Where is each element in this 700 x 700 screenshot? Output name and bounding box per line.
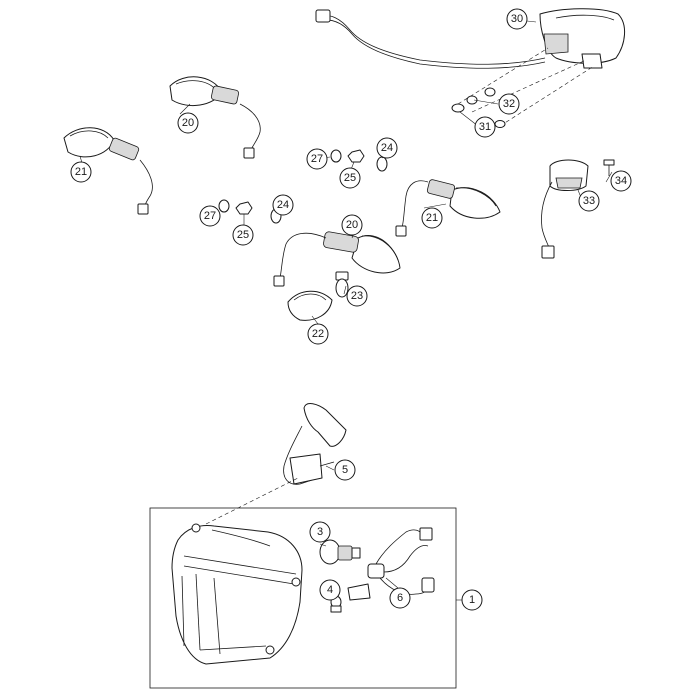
- screw-34: [603, 159, 615, 176]
- mounting-hardware-lower: [218, 199, 282, 224]
- svg-text:4: 4: [327, 584, 333, 596]
- callout-21-left: 21: [70, 161, 92, 183]
- leader-lines: [79, 19, 613, 601]
- callout-25-lower: 25: [232, 224, 254, 246]
- callout-27-upper: 27: [306, 148, 328, 170]
- svg-text:5: 5: [342, 464, 348, 476]
- svg-text:21: 21: [75, 166, 87, 178]
- svg-text:3: 3: [317, 526, 323, 538]
- svg-text:22: 22: [312, 328, 324, 340]
- tail-light-assembly: [315, 8, 625, 127]
- tail-light-fasteners: [451, 87, 506, 128]
- svg-text:20: 20: [182, 117, 194, 129]
- callout-22: 22: [307, 323, 329, 345]
- svg-text:33: 33: [583, 195, 595, 207]
- headlight-housing: [171, 523, 303, 665]
- svg-text:25: 25: [344, 172, 356, 184]
- callout-20-center: 20: [341, 214, 363, 236]
- callout-4: 4: [319, 579, 341, 601]
- mounting-hardware-upper: [330, 149, 388, 172]
- indicator-21-right: [395, 179, 501, 237]
- callout-31: 31: [474, 116, 496, 138]
- callout-1: 1: [461, 589, 483, 611]
- svg-text:25: 25: [237, 229, 249, 241]
- callout-30: 30: [506, 8, 528, 30]
- callout-27-lower: 27: [199, 205, 221, 227]
- callout-25-upper: 25: [339, 167, 361, 189]
- svg-text:30: 30: [511, 13, 523, 25]
- callout-6: 6: [389, 587, 411, 609]
- indicator-bulb-23: [335, 271, 349, 298]
- indicator-20-upper: [169, 76, 261, 159]
- svg-text:23: 23: [351, 290, 363, 302]
- callout-24-lower: 24: [272, 194, 294, 216]
- svg-text:20: 20: [346, 219, 358, 231]
- svg-text:1: 1: [469, 594, 475, 606]
- headlight-bracket: [205, 403, 347, 525]
- callout-5: 5: [334, 459, 356, 481]
- headlight-bulb-3: [319, 539, 361, 565]
- indicator-lens-22: [287, 290, 333, 321]
- licence-plate-lamp-33: [541, 159, 589, 259]
- callout-24-upper: 24: [376, 137, 398, 159]
- svg-text:21: 21: [426, 212, 438, 224]
- indicator-20-center: [273, 231, 401, 287]
- svg-text:6: 6: [397, 592, 403, 604]
- bulb-socket-harness-6: [347, 527, 435, 601]
- callout-33: 33: [578, 190, 600, 212]
- callout-21-right: 21: [421, 207, 443, 229]
- svg-text:32: 32: [503, 98, 515, 110]
- indicator-21-left: [63, 127, 153, 215]
- svg-text:27: 27: [204, 210, 216, 222]
- svg-text:27: 27: [311, 153, 323, 165]
- svg-text:24: 24: [277, 199, 289, 211]
- svg-text:24: 24: [381, 142, 393, 154]
- svg-text:31: 31: [479, 121, 491, 133]
- headlight-group-frame: [149, 507, 457, 689]
- callout-20-upper: 20: [177, 112, 199, 134]
- svg-text:34: 34: [615, 175, 627, 187]
- callout-34: 34: [610, 170, 632, 192]
- callout-32: 32: [498, 93, 520, 115]
- callout-3: 3: [309, 521, 331, 543]
- callout-23: 23: [346, 285, 368, 307]
